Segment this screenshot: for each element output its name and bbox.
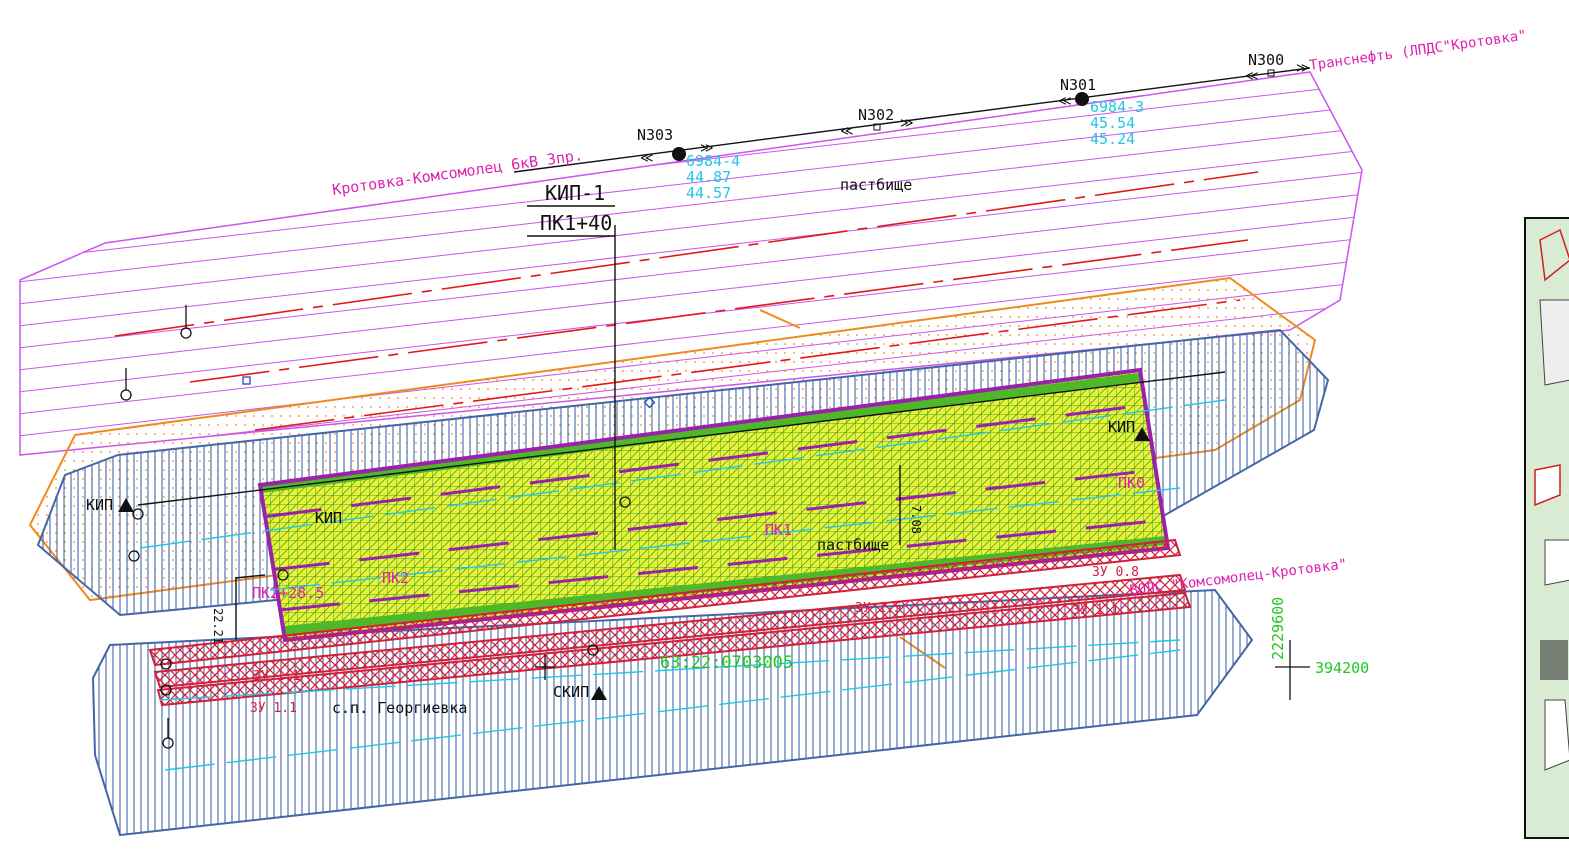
kip-triangle-markers bbox=[118, 427, 1150, 700]
cyan-lines bbox=[139, 399, 1226, 771]
svg-text:≪: ≪ bbox=[1245, 69, 1259, 84]
pk140-label: ПК1+40 bbox=[540, 211, 612, 235]
kip-left-label: КИП bbox=[86, 496, 113, 514]
n301-value-2: 45.24 bbox=[1090, 130, 1135, 148]
svg-text:≫: ≫ bbox=[700, 141, 714, 156]
cadastral-number: 63:22:0703005 bbox=[660, 653, 793, 673]
red-dashed-lines bbox=[114, 171, 1259, 431]
pasture-label-top: пастбище bbox=[840, 176, 912, 194]
black-lines bbox=[137, 67, 1311, 640]
blue-markers bbox=[242, 376, 656, 409]
coordinate-x: 394200 bbox=[1315, 659, 1369, 677]
land-plot bbox=[257, 367, 1171, 643]
coordinate-y: 2229600 bbox=[1269, 597, 1287, 660]
coordinate-crosses bbox=[535, 640, 1310, 700]
svg-text:≪: ≪ bbox=[1058, 94, 1072, 109]
n301-code: 6984-3 bbox=[1090, 98, 1144, 116]
kip-mid-label: КИП bbox=[315, 509, 342, 527]
dimension-708: 7.08 bbox=[909, 505, 923, 534]
node-n300: N300 bbox=[1248, 51, 1284, 69]
text-labels: Кротовка-Комсомолец 6кВ 3пр. Транснефть … bbox=[86, 28, 1528, 717]
settlement-label: с.п. Георгиевка bbox=[332, 699, 467, 717]
red-hatched-strips bbox=[148, 538, 1192, 707]
pk1-label: ПК1 bbox=[765, 521, 792, 539]
pk2-label: ПК2 bbox=[382, 569, 409, 587]
n303-value-1: 44.87 bbox=[686, 168, 731, 186]
svg-text:≪: ≪ bbox=[640, 151, 654, 166]
zu-label-a: ЗУ 0.8 bbox=[1092, 565, 1139, 580]
node-n302: N302 bbox=[858, 106, 894, 124]
node-n301: N301 bbox=[1060, 76, 1096, 94]
zu-label-e: ЗУ 1.1 bbox=[250, 701, 297, 716]
kip-1-label: КИП-1 bbox=[545, 181, 605, 205]
dimension-2221: 22.21 bbox=[211, 608, 225, 644]
map-inset-fragment bbox=[1524, 217, 1569, 839]
node-n303: N303 bbox=[637, 126, 673, 144]
well-symbols bbox=[120, 305, 631, 749]
pasture-label-plot: пастбище bbox=[817, 536, 889, 554]
skip-label: СКИП bbox=[553, 683, 589, 701]
n303-value-2: 44.57 bbox=[686, 184, 731, 202]
n303-code: 6984-4 bbox=[686, 152, 740, 170]
power-line-markers: ≪ ≫ ≪ ≫ ≪ ≪ ≫ bbox=[640, 61, 1310, 166]
svg-text:≫: ≫ bbox=[900, 116, 914, 131]
zu-label-c: ЗУ 1.5 bbox=[855, 601, 902, 616]
svg-text:≪: ≪ bbox=[840, 124, 854, 139]
svg-text:≫: ≫ bbox=[1296, 61, 1310, 76]
transneft-label: Транснефть (ЛПДС"Кротовка" bbox=[1308, 28, 1527, 74]
n301-value-1: 45.54 bbox=[1090, 114, 1135, 132]
zu-label-b: ЗУ 1.1 bbox=[1072, 603, 1119, 618]
pk2-285-label: ПК2+28.5 bbox=[252, 584, 324, 602]
kip-right-label: КИП bbox=[1108, 418, 1135, 436]
pk0-label: ПК0 bbox=[1118, 474, 1145, 492]
zu-label-d: ЗУ 1.1 bbox=[253, 669, 300, 684]
